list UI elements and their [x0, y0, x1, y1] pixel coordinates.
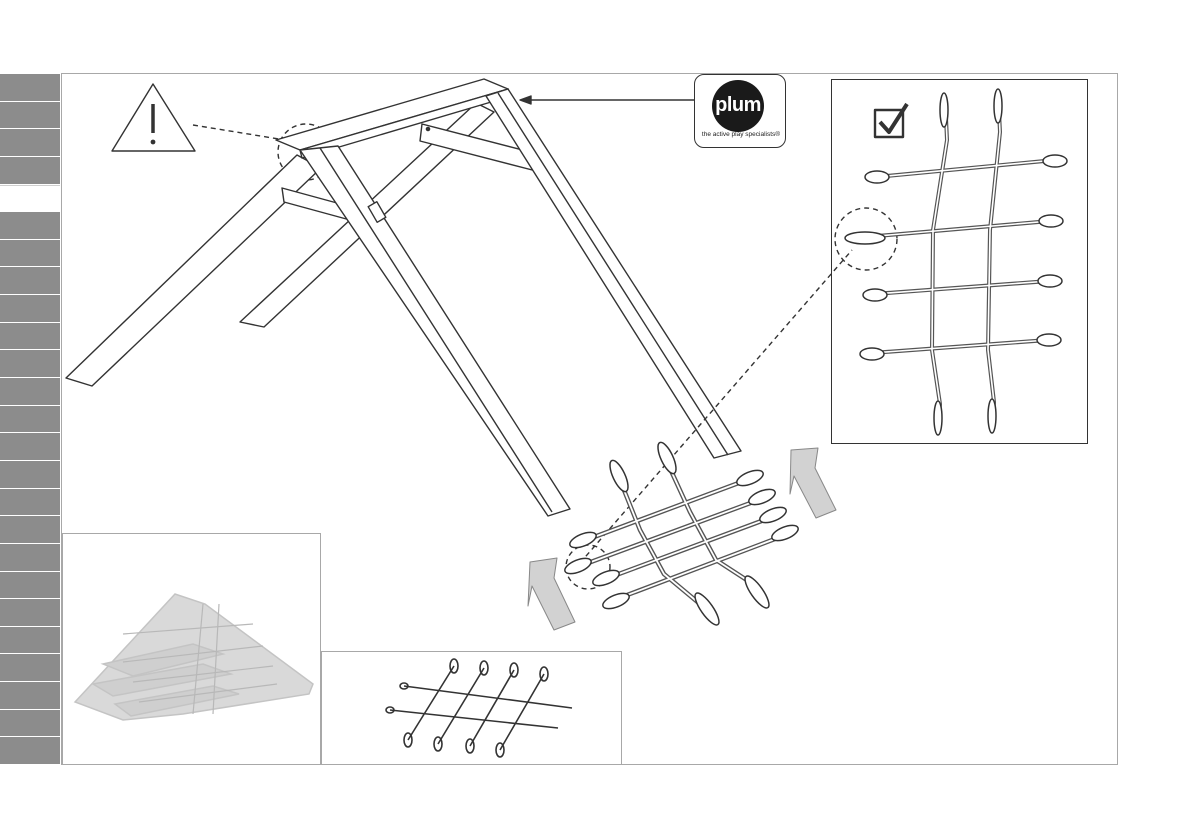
- plum-tagline: the active play specialists®: [695, 131, 787, 138]
- warning-triangle-icon: [112, 84, 195, 151]
- climbing-net-part: [321, 651, 622, 765]
- front-left-leg: [300, 146, 570, 516]
- climbing-net: [563, 440, 800, 628]
- logo-pointer-head: [520, 96, 531, 104]
- plum-logo: plum the active play specialists®: [694, 74, 786, 148]
- plum-brand-mark: plum: [712, 80, 764, 132]
- warning-leader-line: [193, 125, 285, 140]
- finished-assembly-preview: [62, 533, 321, 765]
- net-orientation-detail-panel: [831, 79, 1088, 444]
